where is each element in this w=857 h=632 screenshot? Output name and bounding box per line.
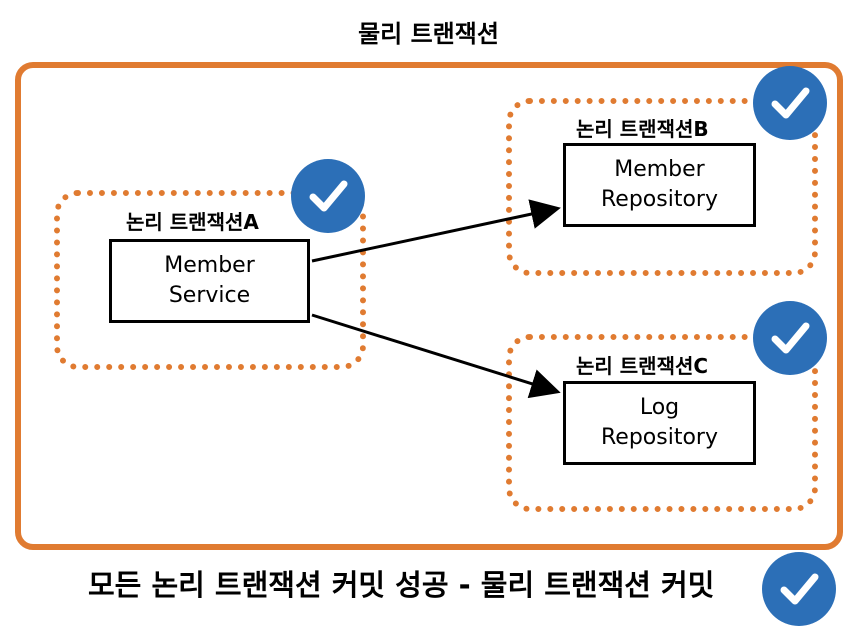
member-service-box: Member Service <box>109 239 310 323</box>
check-icon <box>753 66 827 140</box>
arrow-service-to-log-repository <box>311 313 561 399</box>
logical-transaction-b-box <box>506 98 818 276</box>
check-icon <box>753 301 827 375</box>
check-icon <box>762 552 836 626</box>
arrow-service-to-member-repository <box>311 199 561 263</box>
logical-transaction-a-box <box>54 190 366 370</box>
member-repository-label: Member Repository <box>601 157 718 212</box>
member-service-label: Member Service <box>164 253 255 308</box>
logical-transaction-c-box <box>506 334 818 512</box>
physical-transaction-box <box>15 62 843 550</box>
logical-transaction-a-label: 논리 트랜잭션A <box>126 210 259 234</box>
member-repository-box: Member Repository <box>563 143 756 227</box>
log-repository-box: Log Repository <box>563 381 756 465</box>
log-repository-label: Log Repository <box>601 395 718 450</box>
commit-summary-text: 모든 논리 트랜잭션 커밋 성공 - 물리 트랜잭션 커밋 <box>88 568 715 602</box>
logical-transaction-b-label: 논리 트랜잭션B <box>576 117 709 141</box>
logical-transaction-c-label: 논리 트랜잭션C <box>576 354 709 378</box>
check-icon <box>291 159 365 233</box>
physical-transaction-title: 물리 트랜잭션 <box>358 20 499 48</box>
